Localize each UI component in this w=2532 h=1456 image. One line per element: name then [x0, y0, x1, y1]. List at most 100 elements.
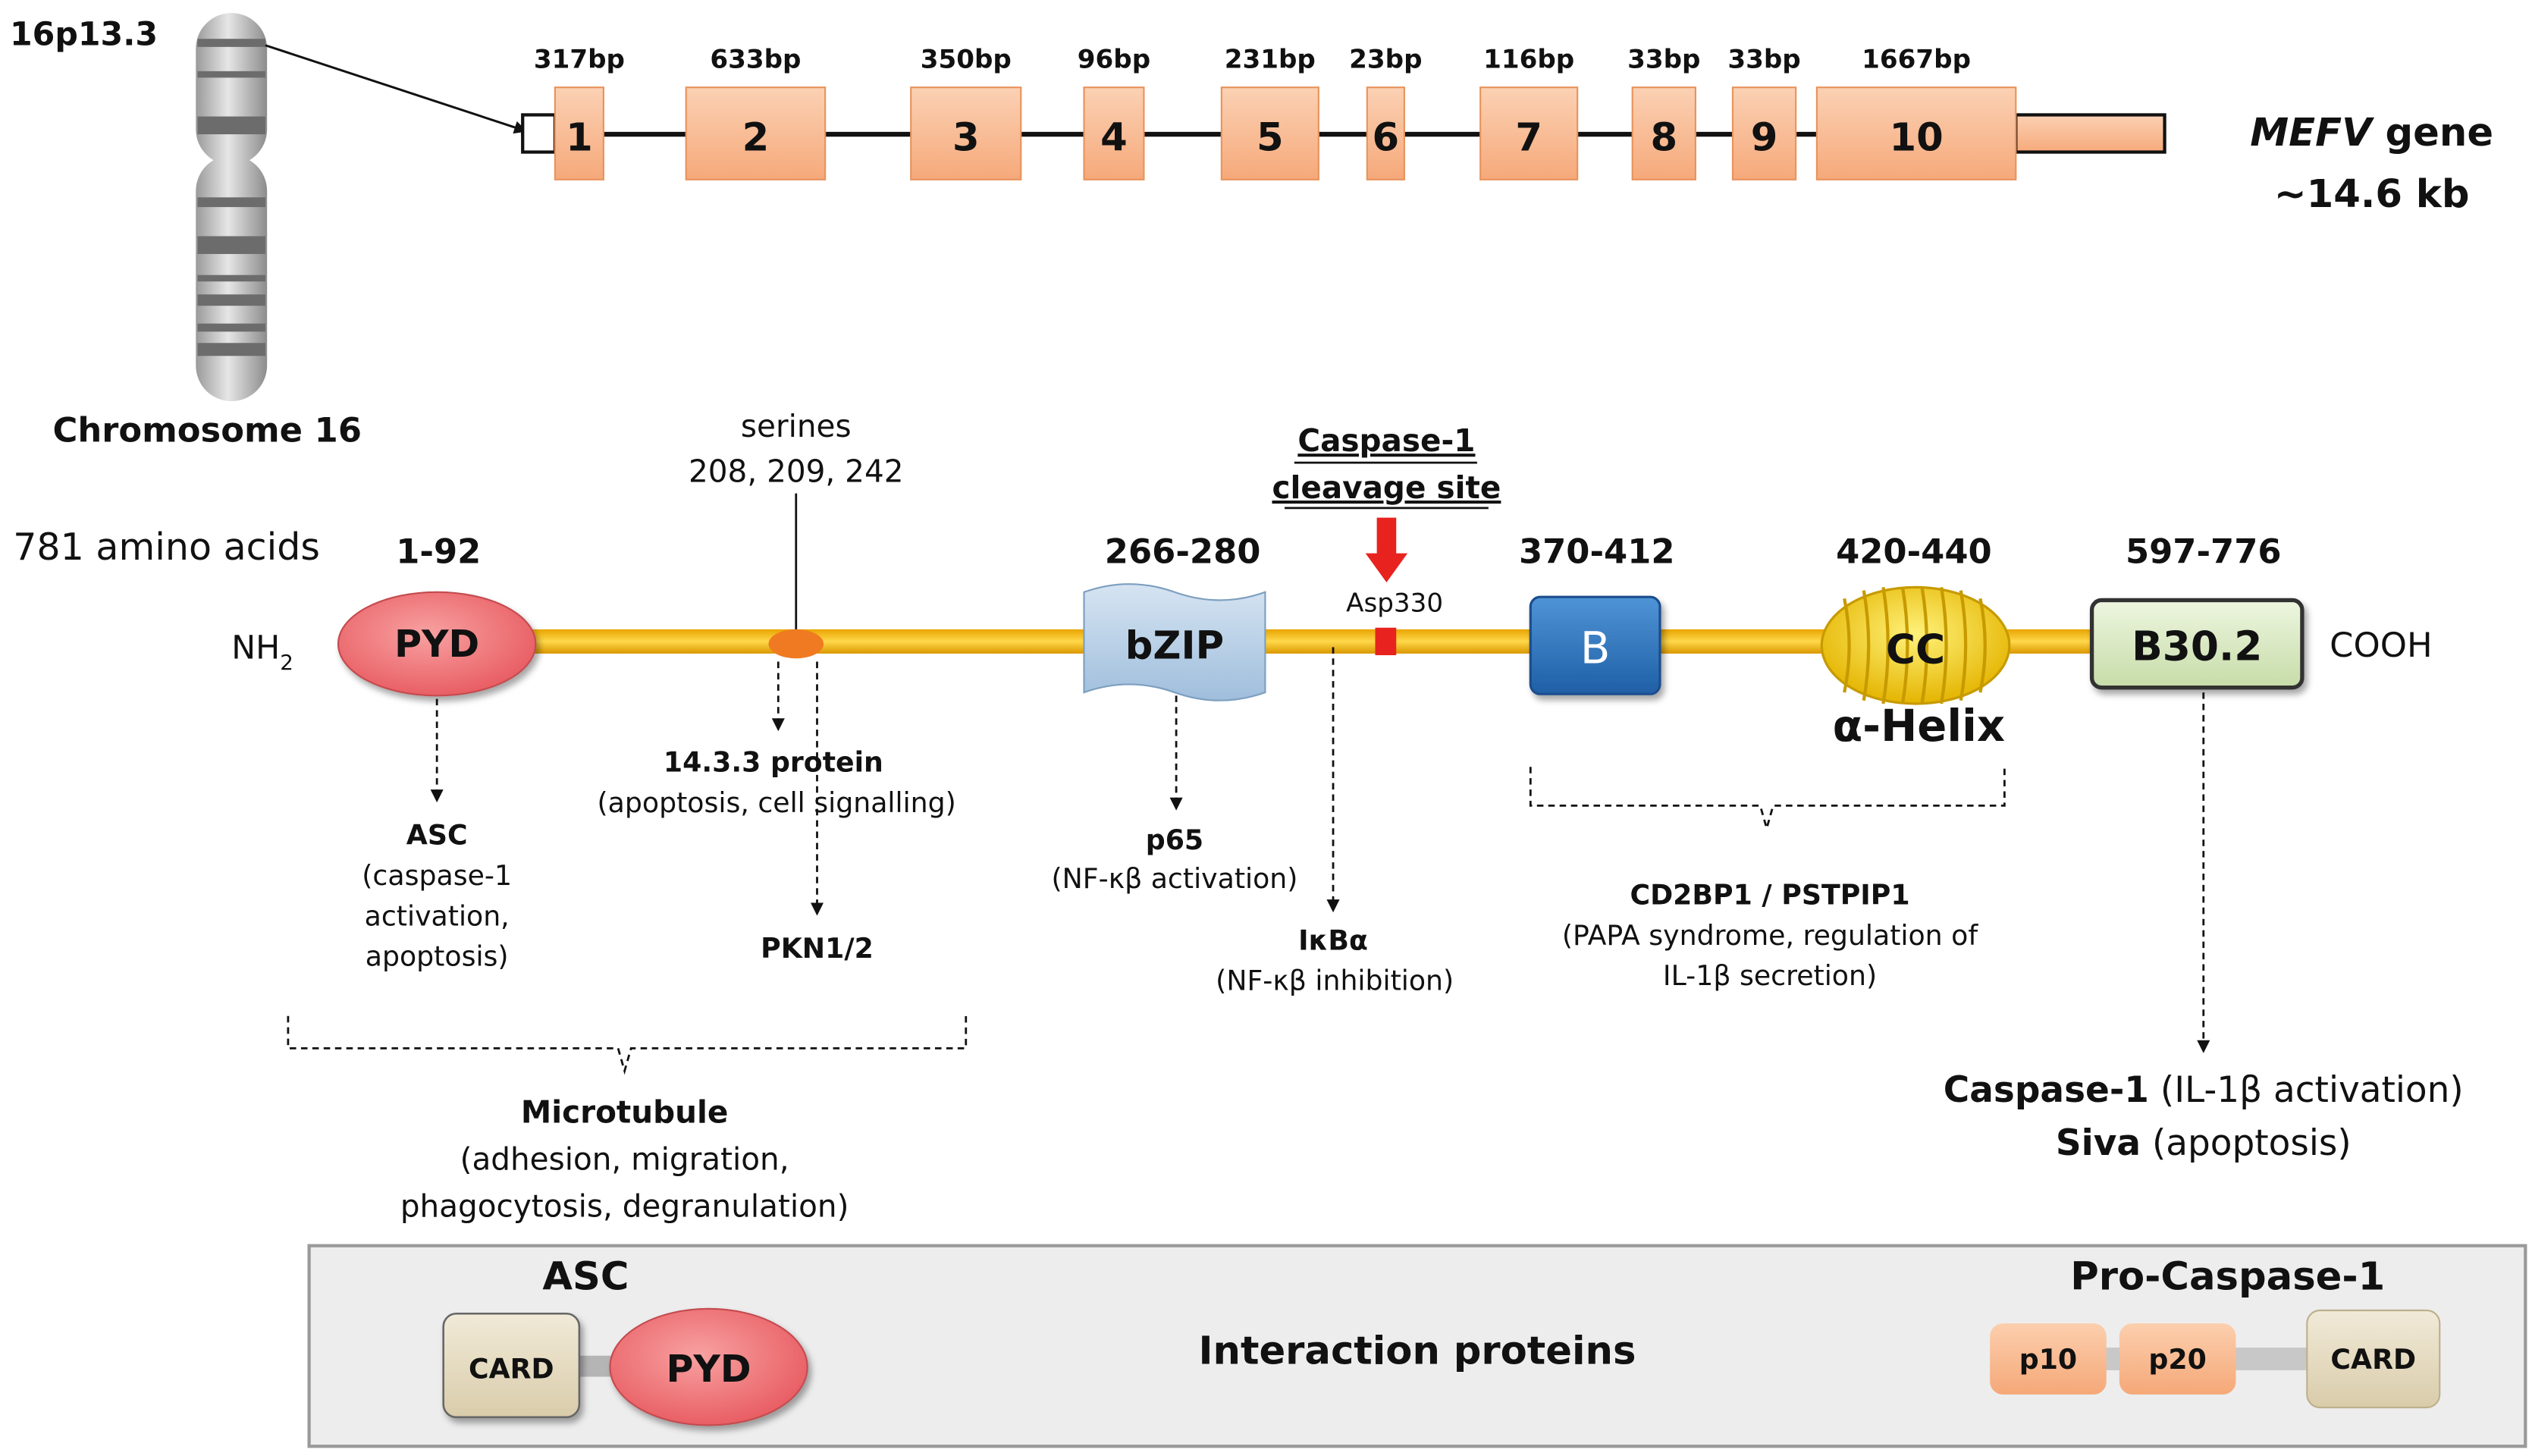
microtubule-name: Microtubule [521, 1094, 728, 1131]
serine-phospho-site [768, 629, 824, 659]
chromosome-p-arm [196, 13, 268, 165]
exon-3-box [910, 86, 1022, 180]
cleavage-site-marker [1375, 627, 1397, 655]
exon-group: 1317bp2633bp3350bp496bp5231bp623bp7116bp… [534, 45, 2017, 180]
n-terminus-main: NH [231, 629, 280, 667]
pyd-domain [337, 591, 537, 697]
exon-5-box [1220, 86, 1319, 180]
bbox-domain-label: B [1580, 623, 1611, 674]
bbox-domain [1529, 595, 1661, 695]
asc-pyd-domain [609, 1307, 808, 1426]
ikba-name: IκBα [1298, 924, 1368, 956]
procasp-p10-domain [1990, 1323, 2107, 1395]
chromosome-band-label: 16p13.3 [10, 16, 158, 54]
band-pointer-arrow [265, 44, 528, 134]
exon-7-number: 7 [1515, 115, 1542, 160]
exon-1-box [554, 86, 604, 180]
serines-label: serines [741, 408, 852, 444]
p65-desc: (NF-κβ activation) [1052, 862, 1298, 895]
cleavage-arrow-icon [1365, 517, 1408, 582]
serines-positions: 208, 209, 242 [689, 453, 904, 490]
pkn-name: PKN1/2 [761, 932, 874, 965]
asc-pyd-label: PYD [666, 1347, 751, 1391]
b302-domain-label: B30.2 [2132, 622, 2262, 670]
exon-8-box [1631, 86, 1696, 180]
siva-line: Siva (apoptosis) [2056, 1122, 2352, 1164]
panel-asc-name: ASC [542, 1254, 629, 1299]
exon-1-length: 317bp [534, 45, 625, 75]
utr-3-prime [2014, 113, 2166, 154]
cd2bp1-name: CD2BP1 / PSTPIP1 [1630, 879, 1909, 912]
utr-5-prime [521, 113, 557, 154]
mefv-gene-structure: 1317bp2633bp3350bp496bp5231bp623bp7116bp… [521, 45, 2493, 217]
exon-4-box [1083, 86, 1145, 180]
interaction-arrows [287, 647, 2210, 1075]
asc-card-label: CARD [469, 1353, 554, 1385]
cc-range: 420-440 [1836, 531, 1992, 571]
exon-6-box [1366, 86, 1405, 180]
microtubule-desc-1: (adhesion, migration, [460, 1141, 789, 1177]
exon-10-length: 1667bp [1862, 45, 1971, 75]
bzip-domain [1083, 583, 1266, 701]
procasp-card-domain [2306, 1309, 2441, 1409]
chromosome-16: 16p13.3 Chromosome 16 [10, 13, 528, 450]
caspase1-name: Caspase-1 [1944, 1069, 2149, 1111]
interaction-proteins-panel: Interaction proteins ASC CARD PYD Pro-Ca… [307, 1244, 2527, 1448]
exon-8-length: 33bp [1627, 45, 1700, 75]
asc-card-domain [442, 1312, 581, 1419]
gene-name: MEFV [2250, 110, 2374, 155]
protein1433-desc: (apoptosis, cell signalling) [598, 786, 956, 819]
n-terminus-subscript: 2 [280, 650, 293, 675]
n-terminus: NH2 [231, 629, 293, 675]
chromosome-bands [197, 39, 266, 356]
gene-name-label: MEFV gene [2250, 110, 2493, 155]
cc-domain [1820, 585, 2011, 705]
exon-5-length: 231bp [1225, 45, 1316, 75]
caspase1-line: Caspase-1 (IL-1β activation) [1944, 1069, 2464, 1111]
ikba-desc: (NF-κβ inhibition) [1216, 965, 1454, 997]
exon-8-number: 8 [1650, 115, 1677, 160]
cleavage-residue: Asp330 [1346, 588, 1443, 618]
bzip-domain-label: bZIP [1125, 623, 1224, 668]
exon-3-number: 3 [952, 115, 980, 160]
procasp-p10-label: p10 [2019, 1343, 2077, 1376]
exon-9-length: 33bp [1727, 45, 1800, 75]
exon-3-length: 350bp [921, 45, 1012, 75]
chromosome-label: Chromosome 16 [52, 410, 362, 450]
microtubule-desc-2: phagocytosis, degranulation) [400, 1188, 849, 1224]
caspase1-desc: (IL-1β activation) [2160, 1069, 2464, 1111]
exon-7-length: 116bp [1483, 45, 1574, 75]
siva-desc: (apoptosis) [2152, 1122, 2352, 1164]
procasp-p20-domain [2119, 1323, 2236, 1395]
exon-6-number: 6 [1373, 115, 1400, 160]
procasp-card-label: CARD [2330, 1343, 2416, 1376]
procasp-p20-label: p20 [2148, 1343, 2206, 1376]
exon-9-box [1731, 86, 1797, 180]
exon-2-box [685, 86, 827, 180]
exon-10-box [1815, 86, 2017, 180]
bbox-range: 370-412 [1519, 531, 1675, 571]
exon-9-number: 9 [1751, 115, 1778, 160]
exon-6-length: 23bp [1349, 45, 1422, 75]
cd2bp1-desc-2: IL-1β secretion) [1663, 959, 1877, 992]
protein-length: 781 amino acids [13, 525, 320, 569]
exon-5-number: 5 [1257, 115, 1284, 160]
cc-domain-label: CC [1886, 626, 1945, 673]
b302-domain [2089, 598, 2305, 690]
exon-4-number: 4 [1100, 115, 1128, 160]
c-terminus: COOH [2330, 625, 2432, 665]
siva-name: Siva [2056, 1122, 2141, 1164]
exon-1-number: 1 [566, 115, 593, 160]
gene-size: ~14.6 kb [2274, 171, 2470, 217]
protein1433-name: 14.3.3 protein [664, 746, 883, 779]
exon-2-length: 633bp [710, 45, 801, 75]
gene-name-suffix: gene [2386, 110, 2494, 155]
exon-10-number: 10 [1889, 115, 1943, 160]
cleavage-title-2: cleavage site [1272, 469, 1501, 506]
bracket-cd2bp1 [1529, 767, 2006, 833]
protein-backbone [485, 629, 2095, 654]
bzip-range: 266-280 [1105, 531, 1261, 571]
exon-4-length: 96bp [1078, 45, 1150, 75]
cd2bp1-desc-1: (PAPA syndrome, regulation of [1562, 919, 1978, 952]
